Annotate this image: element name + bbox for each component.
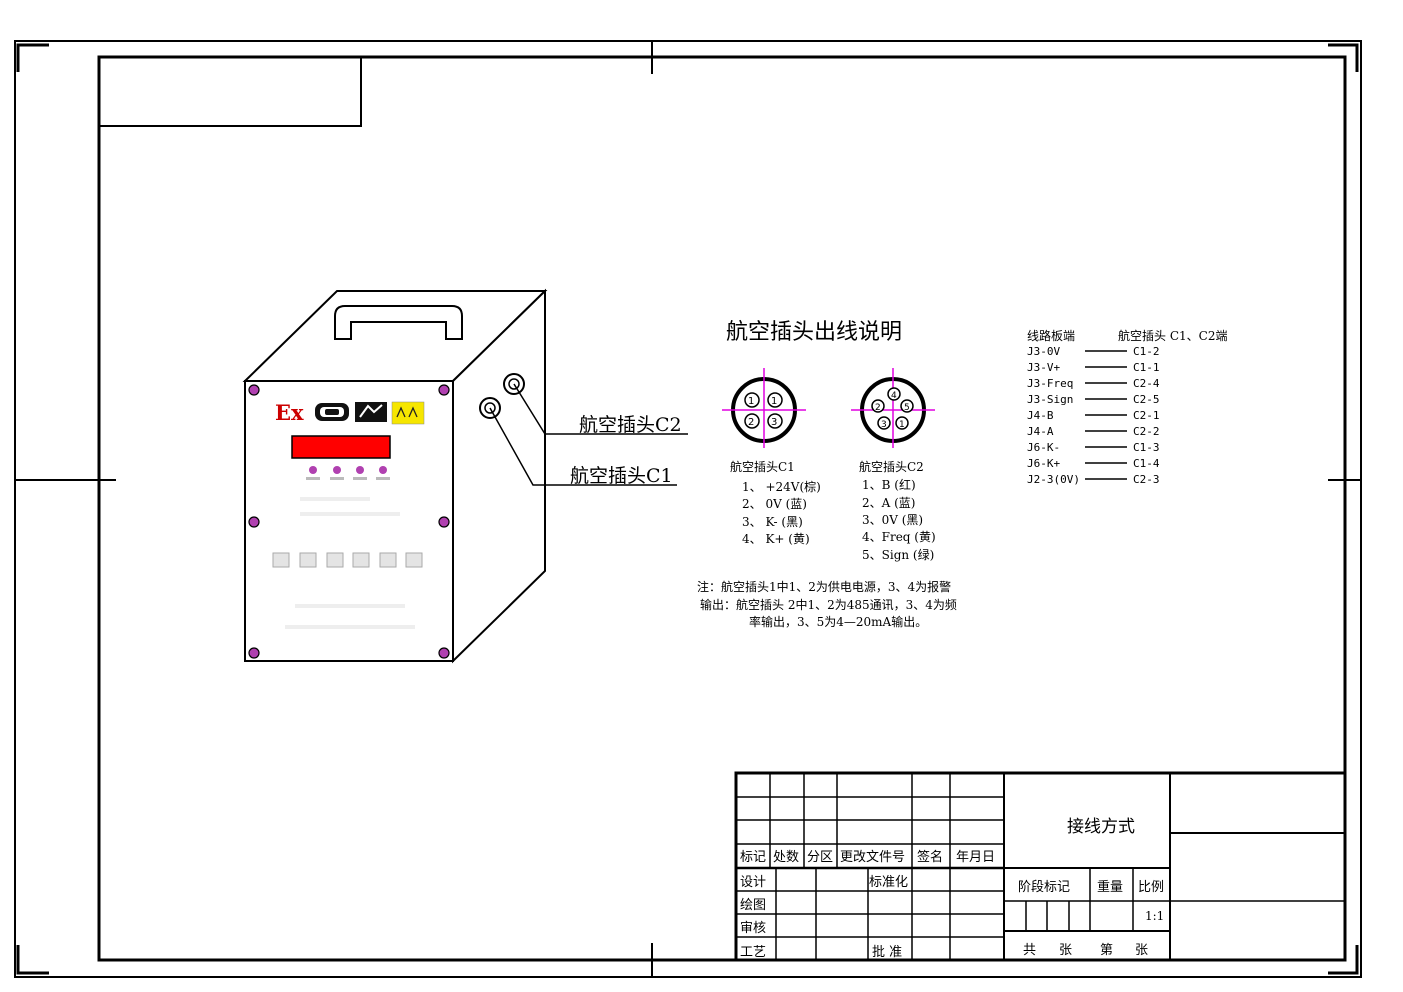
wiring-from-3: J3-Sign <box>1027 393 1073 406</box>
tb-sheets2: 张 <box>1135 943 1148 958</box>
tb-weight: 重量 <box>1097 879 1123 895</box>
connector-c1-diagram: 1 1 2 3 <box>722 368 806 448</box>
c1-pin-4: 4、 K+ (黄) <box>742 532 810 546</box>
wiring-to-5: C2-2 <box>1133 425 1160 438</box>
outer-frame <box>14 40 1362 978</box>
plug-c2-label: 航空插头C2 <box>579 414 682 436</box>
indicator-icons <box>306 466 390 480</box>
wiring-to-1: C1-1 <box>1133 361 1160 374</box>
wiring-table: 线路板端 航空插头 C1、C2端 J3-0V C1-2J3-V+ C1-1J3-Fr… <box>1027 328 1227 486</box>
svg-text:1: 1 <box>771 396 777 407</box>
tb-scale-label: 比例 <box>1138 880 1164 895</box>
connector-c1-title: 航空插头C1 <box>730 459 795 474</box>
tb-scale-value: 1:1 <box>1145 909 1164 923</box>
wiring-to-3: C2-5 <box>1133 393 1160 406</box>
connector-c2-diagram: 4 2 5 3 1 <box>851 368 935 448</box>
tb-review: 审核 <box>740 921 766 936</box>
ex-label: Ex <box>275 400 304 425</box>
certification-logo-ccc <box>315 403 349 421</box>
faint-markings <box>285 497 415 629</box>
tb-header-count: 处数 <box>773 850 799 865</box>
tb-approve: 批 准 <box>872 945 902 960</box>
section-title: 航空插头出线说明 <box>726 320 902 345</box>
inner-frame <box>97 55 1347 962</box>
wiring-to-2: C2-4 <box>1133 377 1160 390</box>
wiring-header-right: 航空插头 C1、C2端 <box>1118 328 1227 343</box>
tb-header-zone: 分区 <box>807 850 833 865</box>
c2-pin-5: 5、Sign (绿) <box>862 547 934 562</box>
wiring-to-4: C2-1 <box>1133 409 1160 422</box>
screw-icons <box>248 384 450 659</box>
wiring-from-0: J3-0V <box>1027 345 1060 358</box>
c2-pin-3: 3、0V (黑) <box>862 513 923 527</box>
wiring-from-7: J6-K+ <box>1027 457 1060 470</box>
wiring-from-4: J4-B <box>1027 409 1054 422</box>
wiring-from-6: J6-K- <box>1027 441 1060 454</box>
code-box <box>98 56 362 127</box>
note-line-2: 输出：航空插头 2中1、2为485通讯，3、4为频 <box>700 597 957 612</box>
svg-text:1: 1 <box>748 396 754 407</box>
note-line-1: 注：航空插头1中1、2为供电电源，3、4为报警 <box>697 579 951 594</box>
wiring-from-5: J4-A <box>1027 425 1054 438</box>
tb-standardize: 标准化 <box>869 875 908 890</box>
tb-header-date: 年月日 <box>956 850 995 865</box>
c2-pin-2: 2、A (蓝) <box>862 496 915 510</box>
wiring-to-0: C1-2 <box>1133 345 1160 358</box>
wiring-to-8: C2-3 <box>1133 473 1160 486</box>
title-block <box>734 771 1347 962</box>
tb-header-signature: 签名 <box>917 849 943 865</box>
svg-text:2: 2 <box>875 403 881 413</box>
svg-text:4: 4 <box>891 391 897 401</box>
svg-text:1: 1 <box>899 420 905 430</box>
svg-text:3: 3 <box>881 420 887 430</box>
front-buttons <box>272 552 423 568</box>
tb-process: 工艺 <box>740 945 766 960</box>
c1-pin-3: 3、 K- (黑) <box>742 515 803 529</box>
c2-pin-4: 4、Freq (黄) <box>862 530 936 544</box>
center-marks <box>15 41 1361 977</box>
wiring-from-2: J3-Freq <box>1027 377 1073 390</box>
wiring-header-left: 线路板端 <box>1027 328 1075 343</box>
tb-total: 共 <box>1023 943 1036 958</box>
corner-marks <box>16 43 1359 975</box>
c1-pin-2: 2、 0V (蓝) <box>742 497 807 511</box>
title-block-text: 标记 处数 分区 更改文件号 签名 年月日 设计 标准化 绘图 审核 工艺 批 … <box>740 817 1164 960</box>
wiring-from-8: J2-3(0V) <box>1027 473 1080 486</box>
led-display <box>291 435 391 459</box>
tb-stage-mark: 阶段标记 <box>1018 880 1070 895</box>
tb-header-change-doc: 更改文件号 <box>840 850 905 865</box>
connector-c2-title: 航空插头C2 <box>859 459 924 474</box>
handle <box>334 305 463 340</box>
tb-design: 设计 <box>740 875 766 890</box>
device-illustration: Ex <box>242 288 688 664</box>
tb-sheets: 张 <box>1059 943 1072 958</box>
c2-pin-1: 1、B (红) <box>862 477 916 492</box>
tb-drawing-name: 接线方式 <box>1067 817 1135 837</box>
tb-drawing: 绘图 <box>740 898 766 913</box>
svg-text:2: 2 <box>748 417 754 428</box>
svg-text:3: 3 <box>771 417 777 428</box>
certification-logo-mark <box>355 402 387 422</box>
svg-text:5: 5 <box>904 403 910 413</box>
note-line-3: 率输出，3、5为4—20mA输出。 <box>749 614 927 629</box>
plug-c1-label: 航空插头C1 <box>570 465 673 487</box>
wiring-to-6: C1-3 <box>1133 441 1160 454</box>
wiring-to-7: C1-4 <box>1133 457 1160 470</box>
tb-header-mark: 标记 <box>740 850 766 865</box>
c1-pin-1: 1、 +24V(棕) <box>742 479 821 494</box>
certification-logo-yellow <box>391 401 425 425</box>
wiring-from-1: J3-V+ <box>1027 361 1060 374</box>
tb-sheet-no: 第 <box>1100 943 1113 958</box>
